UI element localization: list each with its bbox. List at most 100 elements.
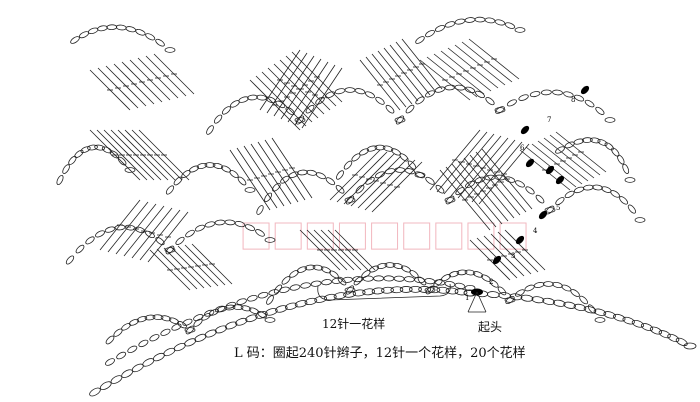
chain-stitch [354,88,366,95]
chain-stitch [181,170,191,178]
chain-stitch [232,304,244,311]
row-start-marker [492,255,502,265]
chain-stitch [333,292,347,300]
chain-stitch [518,94,529,101]
chain-stitch [441,274,451,282]
chain-stitch [294,300,308,308]
chain-stitch [306,169,317,176]
chain-stitch [464,269,476,276]
chain-stitch [597,139,608,146]
chain-stitch [275,100,286,109]
chain-stitch [544,207,556,213]
chain-stitch [520,294,534,302]
chain-stitch [310,280,322,287]
chain-stitch [362,275,374,282]
repeat-label: 12针一花样 [322,317,386,331]
chain-stitch [75,244,85,254]
chain-stitch [414,171,426,179]
chain-stitch [384,262,396,268]
chain-stitch [564,190,575,199]
chain-stitch [541,89,552,96]
chain-stitch [284,302,298,310]
chain-stitch [164,47,176,53]
chain-stitch [627,204,636,214]
chain-stitch [579,295,588,305]
chain-stitch [581,137,593,143]
chain-stitch [675,337,688,347]
chain-stitch [366,145,378,152]
row-number: 6 [520,144,525,152]
chain-stitch [514,27,526,33]
chain-stitch [127,345,138,354]
chain-stitch [221,165,231,173]
chain-stitch [624,177,636,183]
chain-stitch [173,176,183,186]
chain-stitch [495,106,505,114]
chain-stitch [79,31,90,39]
chain-stitch [374,144,386,151]
chain-stitch [515,289,525,297]
chain-stitch [381,286,394,294]
chain-stitch [506,99,517,107]
chain-stitch [415,36,425,44]
chain-stitch [524,284,535,292]
chain-stitch [237,176,247,186]
chain-stitch [418,286,432,293]
chain-stitch [224,219,236,226]
chain-stitch [268,289,280,296]
chain-stitch [235,317,248,326]
chain-stitch [634,217,646,223]
chain-stitch [456,269,468,276]
chain-stitch [165,185,175,195]
chain-stitch [392,262,404,270]
chain-stitch [136,316,148,323]
chain-stitch [305,104,315,114]
chain-stitch [334,88,346,95]
chain-stitch [62,164,70,174]
chain-stitch [315,172,326,180]
chain-stitch [256,205,264,215]
chain-stitch [238,96,249,103]
chain-stitch [394,117,406,123]
caption: L 码：圈起240针辫子，12针一个花样，20个花样 [234,346,526,361]
chain-stitch [105,335,115,345]
chain-stitch [489,279,499,288]
chain-stitch [535,194,545,204]
chain-stitch [329,270,339,279]
chain-stitch [617,154,625,165]
chain-stitch [424,287,436,293]
chain-stitch [355,184,365,194]
chain-stitch [344,287,356,293]
chain-stitch [552,299,566,307]
row-start-marker [525,158,535,168]
chain-stitch [395,115,405,125]
chain-stitch [542,297,556,305]
chain-stitch [336,170,344,180]
chain-stitch [272,182,281,192]
chain-stitch [563,301,576,309]
chain-stitch [640,323,654,332]
chain-stitch [344,87,356,93]
chain-stitch [125,26,137,33]
chain-stitch [300,282,311,289]
chain-stitch [435,184,445,194]
chain-stitch [604,142,614,151]
row-start-marker [545,165,555,175]
chain-stitch [584,99,595,108]
chain-stitch [371,287,385,295]
row-start-marker [515,235,525,245]
chain-stitch [212,162,224,170]
chain-stitch [509,293,523,301]
repeat-bracket [317,283,451,301]
chain-stitch [555,146,565,154]
chain-stitch [95,230,105,238]
chain-stitch [247,94,258,101]
chain-stitch [515,180,525,188]
chain-stitch [401,265,411,273]
chain-stitch [149,334,160,342]
chain-stitch [264,237,276,243]
chain-stitch [464,284,476,291]
chain-stitch [445,287,459,295]
